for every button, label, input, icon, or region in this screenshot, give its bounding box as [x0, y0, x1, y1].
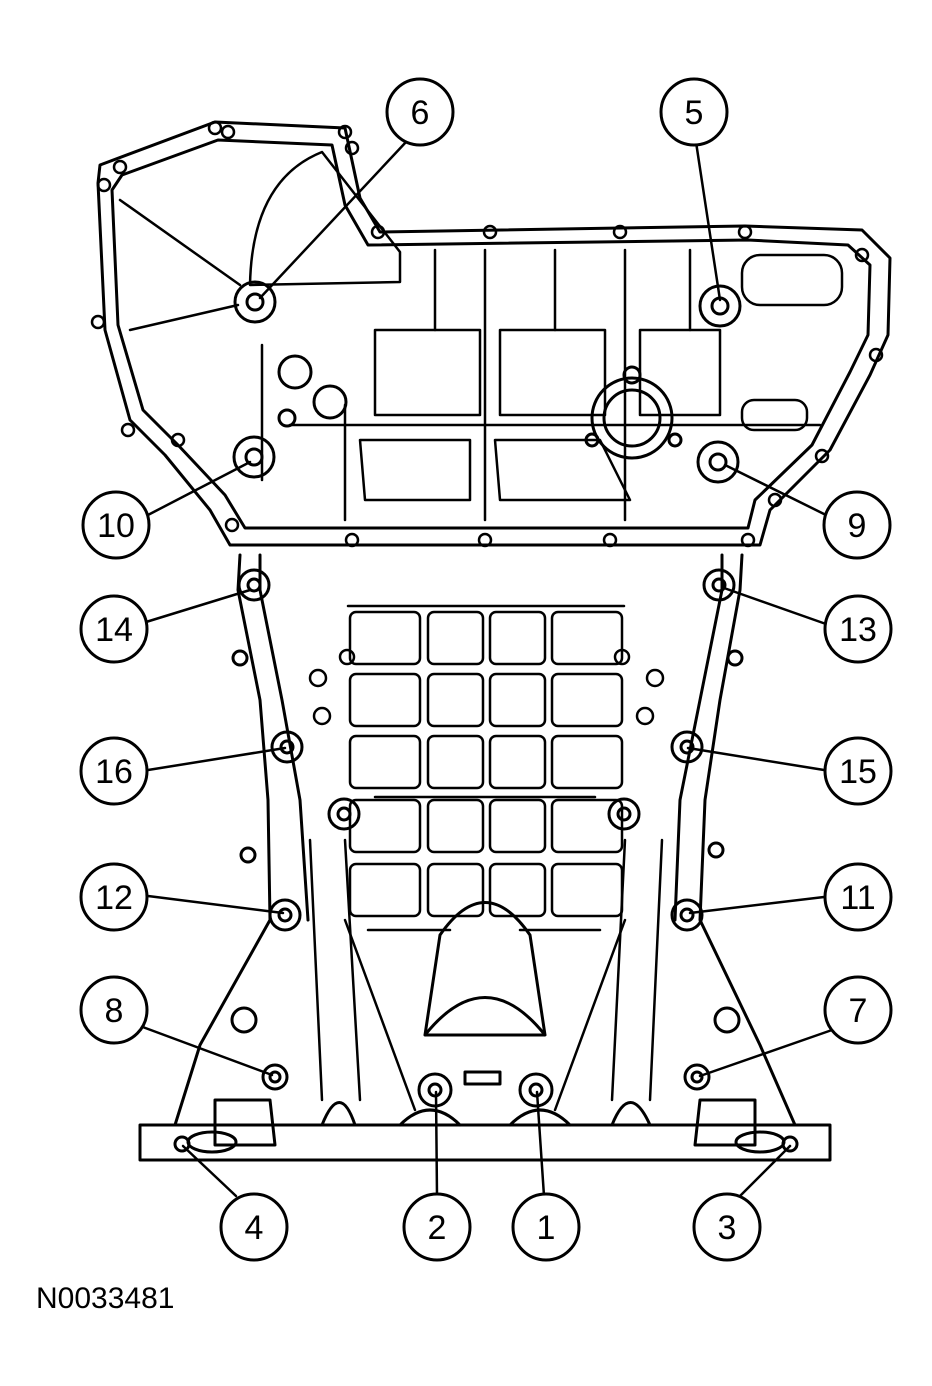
callout-14: 14	[79, 594, 149, 664]
svg-text:8: 8	[105, 992, 124, 1030]
callout-12: 12	[79, 862, 149, 932]
left-side-rail	[173, 553, 310, 1127]
figure-reference-id: N0033481	[36, 1282, 175, 1315]
svg-text:7: 7	[849, 992, 868, 1030]
callout-6: 6	[385, 77, 455, 147]
svg-text:9: 9	[848, 507, 867, 545]
svg-text:5: 5	[685, 94, 704, 132]
upper-pan-section	[90, 120, 892, 548]
upper-numbered-bolt-holes	[232, 280, 742, 484]
callout-5: 5	[659, 77, 729, 147]
callout-2: 2	[402, 1192, 472, 1262]
svg-text:3: 3	[718, 1209, 737, 1247]
upper-ribs	[118, 150, 844, 522]
upper-round-bosses	[277, 354, 348, 428]
callout-7: 7	[823, 975, 893, 1045]
callout-4: 4	[219, 1192, 289, 1262]
callout-leader-lines	[138, 140, 834, 1198]
callout-10: 10	[81, 490, 151, 560]
callout-11: 11	[823, 862, 893, 932]
svg-text:4: 4	[245, 1209, 264, 1247]
svg-text:15: 15	[839, 753, 877, 791]
svg-text:16: 16	[95, 753, 133, 791]
callout-3: 3	[692, 1192, 762, 1262]
callout-13: 13	[823, 594, 893, 664]
callout-15: 15	[823, 736, 893, 806]
svg-text:6: 6	[411, 94, 430, 132]
svg-text:10: 10	[97, 507, 135, 545]
callout-9: 9	[822, 490, 892, 560]
upper-flange-bolt-bosses	[90, 120, 884, 548]
bottom-mounting-rail	[138, 1123, 832, 1162]
svg-text:14: 14	[95, 611, 133, 649]
callout-8: 8	[79, 975, 149, 1045]
upper-outer-flange	[96, 120, 892, 547]
svg-text:11: 11	[840, 879, 875, 917]
lower-pan-section	[138, 553, 832, 1162]
svg-text:1: 1	[537, 1209, 556, 1247]
side-slots	[308, 838, 664, 1112]
svg-text:2: 2	[428, 1209, 447, 1247]
baffle-grid	[308, 604, 665, 918]
right-side-rail	[673, 553, 797, 1127]
callout-1: 1	[511, 1192, 581, 1262]
callout-16: 16	[79, 736, 149, 806]
pickup-dome	[423, 901, 547, 1037]
svg-text:13: 13	[839, 611, 877, 649]
upper-inner-flange	[110, 138, 872, 530]
oil-pickup-boss	[584, 365, 683, 460]
svg-text:12: 12	[95, 879, 133, 917]
